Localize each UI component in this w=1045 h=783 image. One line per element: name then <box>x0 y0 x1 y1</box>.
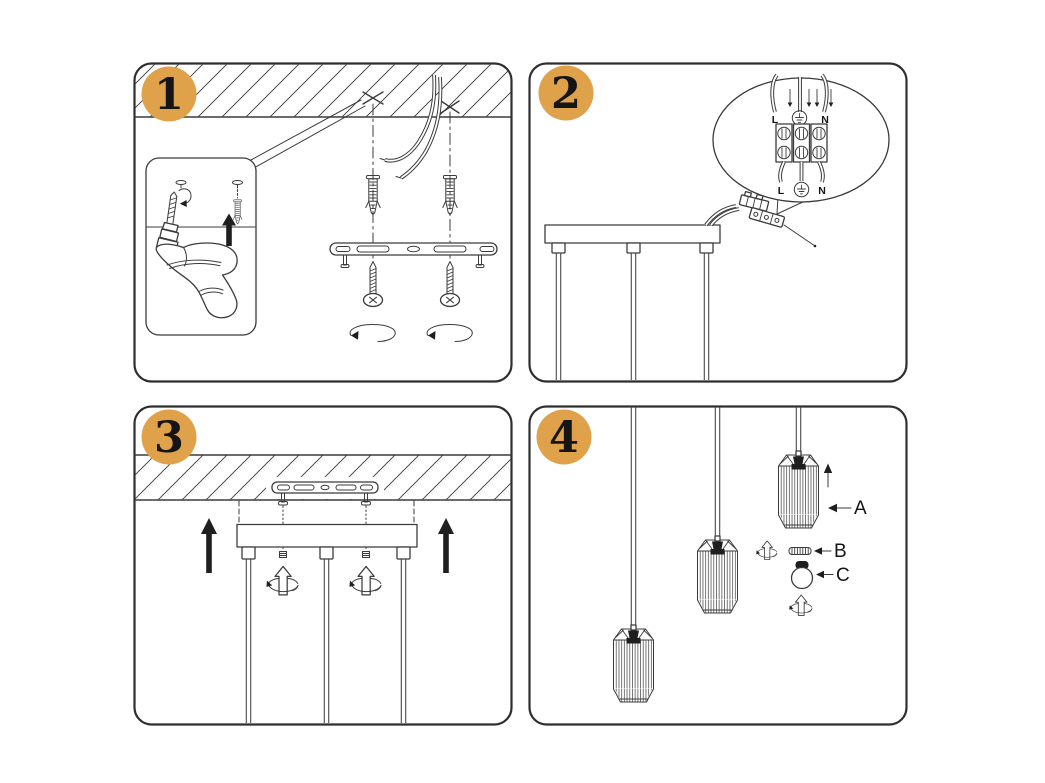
shade-ring-part <box>788 547 812 555</box>
terminal-label-neutral-top: N <box>821 114 829 126</box>
mains-wires <box>770 73 829 113</box>
cord-grip <box>319 546 334 560</box>
callout-leader-lines <box>250 99 366 169</box>
part-a-pointer: A <box>828 498 867 519</box>
up-arrow-icon <box>823 463 833 488</box>
bracket-stud <box>278 492 288 506</box>
bracket-stud <box>361 492 371 506</box>
drill-callout <box>145 157 257 336</box>
step-4-badge: 4 <box>536 409 592 465</box>
step-3-panel: 3 <box>133 405 513 726</box>
drill-bit-icon <box>166 191 178 225</box>
step-number: 3 <box>154 413 184 463</box>
part-label-ring: B <box>834 541 847 562</box>
step-2-badge: 2 <box>538 65 594 121</box>
terminal-label-neutral-bottom: N <box>818 185 826 197</box>
up-arrow-icon <box>222 213 236 246</box>
step-2-illustration: L N <box>528 62 908 383</box>
panel-border <box>133 405 513 726</box>
terminal-cell <box>792 123 811 163</box>
part-b-pointer: B <box>814 541 847 562</box>
part-c-pointer: C <box>816 565 850 586</box>
pendant-cords <box>630 407 802 627</box>
step-4-panel: A B C 4 <box>528 405 908 726</box>
step-1-badge: 1 <box>141 66 197 122</box>
drill-mark-x <box>362 91 460 114</box>
bracket-stud <box>340 254 350 268</box>
part-label-shade: A <box>854 498 867 519</box>
set-screw-icon <box>362 551 370 558</box>
insert-arrows <box>787 89 834 107</box>
step-number: 1 <box>154 70 184 120</box>
mounting-bracket <box>266 477 384 506</box>
set-screw-icon <box>279 551 287 558</box>
step-1-illustration: 1 <box>133 62 513 383</box>
up-arrow-icon <box>201 518 217 573</box>
up-arrow-icon <box>438 518 454 573</box>
canopy <box>236 523 418 560</box>
alignment-lines <box>238 500 415 552</box>
anchor-cap-icon <box>232 180 243 199</box>
mounting-bracket <box>329 242 498 268</box>
drill-icon <box>155 221 238 319</box>
screw-cap-icon <box>175 180 187 189</box>
wire-connector <box>704 190 817 248</box>
cord-grip <box>699 242 714 254</box>
part-label-bulb: C <box>836 565 850 586</box>
cord-grip <box>396 546 411 560</box>
fixture-wires <box>778 161 825 183</box>
step-4-illustration: A B C 4 <box>528 405 908 726</box>
step-3-illustration: 3 <box>133 405 513 726</box>
terminal-label-live-bottom: L <box>778 185 785 197</box>
cord-grip <box>626 242 641 254</box>
step-number: 4 <box>549 413 579 463</box>
terminal-cell <box>810 123 828 163</box>
terminal-label-live-top: L <box>772 114 779 126</box>
bracket-stud <box>475 254 485 268</box>
cord-grip <box>551 242 566 254</box>
rotate-hook-icon <box>178 188 192 207</box>
pendant-cords <box>555 253 710 380</box>
bulb-icon <box>790 561 814 590</box>
terminal-block <box>775 123 828 163</box>
step-3-badge: 3 <box>141 409 197 465</box>
step-number: 2 <box>551 69 581 119</box>
balloon-callout: L N <box>712 73 890 215</box>
step-1-panel: 1 <box>133 62 513 383</box>
cord-grip <box>241 546 256 560</box>
step-2-panel: L N <box>528 62 908 383</box>
pendant-cords <box>245 559 407 723</box>
canopy <box>544 224 721 254</box>
power-wire <box>379 74 443 180</box>
terminal-cell <box>775 123 793 163</box>
